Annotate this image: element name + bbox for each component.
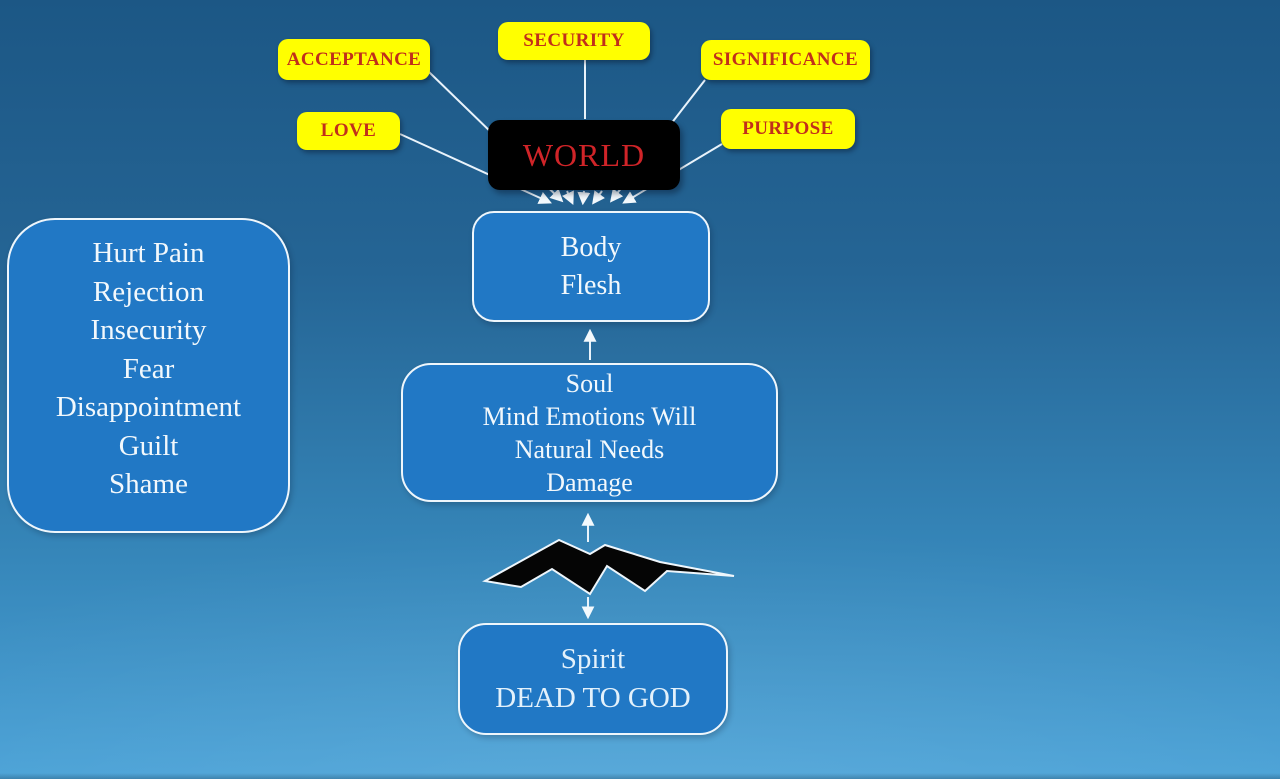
soul-line-3: Natural Needs [514,434,665,464]
world-label: WORLD [522,136,646,173]
feelings-line-1: Hurt Pain [92,237,205,269]
body-line-1: Body [560,231,622,263]
soul-line-1: Soul [565,368,614,398]
need-box-security: SECURITY [498,22,650,60]
feelings-line-3: Insecurity [90,314,207,346]
connector-world-to-body-right [592,190,605,205]
need-label-significance: SIGNIFICANCE [712,49,859,70]
soul-line-4: Damage [546,467,633,497]
feelings-line-4: Fear [122,352,175,385]
need-box-purpose: PURPOSE [721,109,855,149]
lightning-bolt-icon [482,538,735,596]
spirit-line-2: DEAD TO GOD [495,682,691,714]
body-box: Body Flesh [472,211,710,322]
connector-world-to-body-mid [577,190,591,206]
need-box-love: LOVE [297,112,400,150]
feelings-line-6: Guilt [118,429,179,462]
world-box: WORLD [488,120,680,190]
feelings-line-2: Rejection [92,275,205,308]
soul-line-2: Mind Emotions Will [482,401,697,431]
need-label-security: SECURITY [523,30,625,51]
need-label-acceptance: ACCEPTANCE [286,48,422,70]
feelings-line-7: Shame [109,468,188,500]
feelings-line-5: Disappointment [55,391,242,423]
spirit-line-1: Spirit [560,643,626,675]
need-box-significance: SIGNIFICANCE [701,40,870,80]
soul-box: Soul Mind Emotions Will Natural Needs Da… [401,363,778,502]
connector-world-to-body-left [562,190,574,205]
need-label-purpose: PURPOSE [742,118,834,139]
body-line-2: Flesh [560,269,622,301]
slide-bottom-edge [0,773,1280,779]
feelings-panel: Hurt Pain Rejection Insecurity Fear Disa… [7,218,290,533]
need-box-acceptance: ACCEPTANCE [278,39,430,80]
need-label-love: LOVE [320,120,377,141]
connector-love-to-body [399,133,552,204]
spirit-box: Spirit DEAD TO GOD [458,623,728,735]
